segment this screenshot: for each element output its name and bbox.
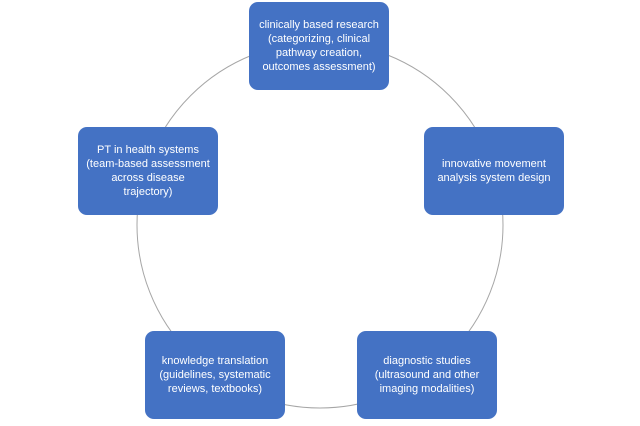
node-label: innovative movement analysis system desi… <box>437 158 551 184</box>
node-clinically-based-research[interactable]: clinically based research (categorizing,… <box>249 2 389 90</box>
node-innovative-movement-analysis[interactable]: innovative movement analysis system desi… <box>424 127 564 215</box>
node-label: diagnostic studies (ultrasound and other… <box>374 355 480 395</box>
node-label: knowledge translation (guidelines, syste… <box>159 355 271 395</box>
node-label: PT in health systems (team-based assessm… <box>86 144 210 198</box>
node-label: clinically based research (categorizing,… <box>259 19 379 73</box>
node-diagnostic-studies[interactable]: diagnostic studies (ultrasound and other… <box>357 331 497 419</box>
node-pt-in-health-systems[interactable]: PT in health systems (team-based assessm… <box>78 127 218 215</box>
node-knowledge-translation[interactable]: knowledge translation (guidelines, syste… <box>145 331 285 419</box>
